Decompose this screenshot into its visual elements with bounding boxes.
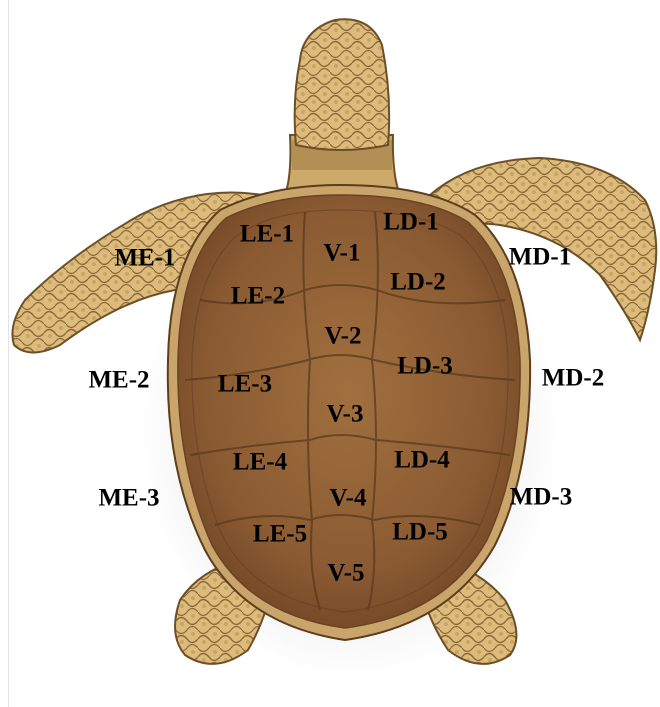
label-md-1: MD-1 [509,245,571,270]
label-md-3: MD-3 [510,485,572,510]
label-me-2: ME-2 [88,368,149,393]
label-me-3: ME-3 [98,486,159,511]
label-ld-5: LD-5 [392,520,448,545]
label-v-2: V-2 [324,324,361,349]
label-v-1: V-1 [323,241,360,266]
head [295,19,389,150]
label-md-2: MD-2 [542,366,604,391]
label-le-4: LE-4 [233,450,287,475]
label-v-3: V-3 [326,402,363,427]
label-le-1: LE-1 [240,222,294,247]
label-v-5: V-5 [327,561,364,586]
label-le-2: LE-2 [231,284,285,309]
label-le-5: LE-5 [253,522,307,547]
label-v-4: V-4 [329,486,366,511]
label-ld-2: LD-2 [390,270,446,295]
label-me-1: ME-1 [114,246,175,271]
label-ld-4: LD-4 [394,448,450,473]
label-ld-3: LD-3 [397,354,453,379]
label-ld-1: LD-1 [383,210,439,235]
label-le-3: LE-3 [218,372,272,397]
